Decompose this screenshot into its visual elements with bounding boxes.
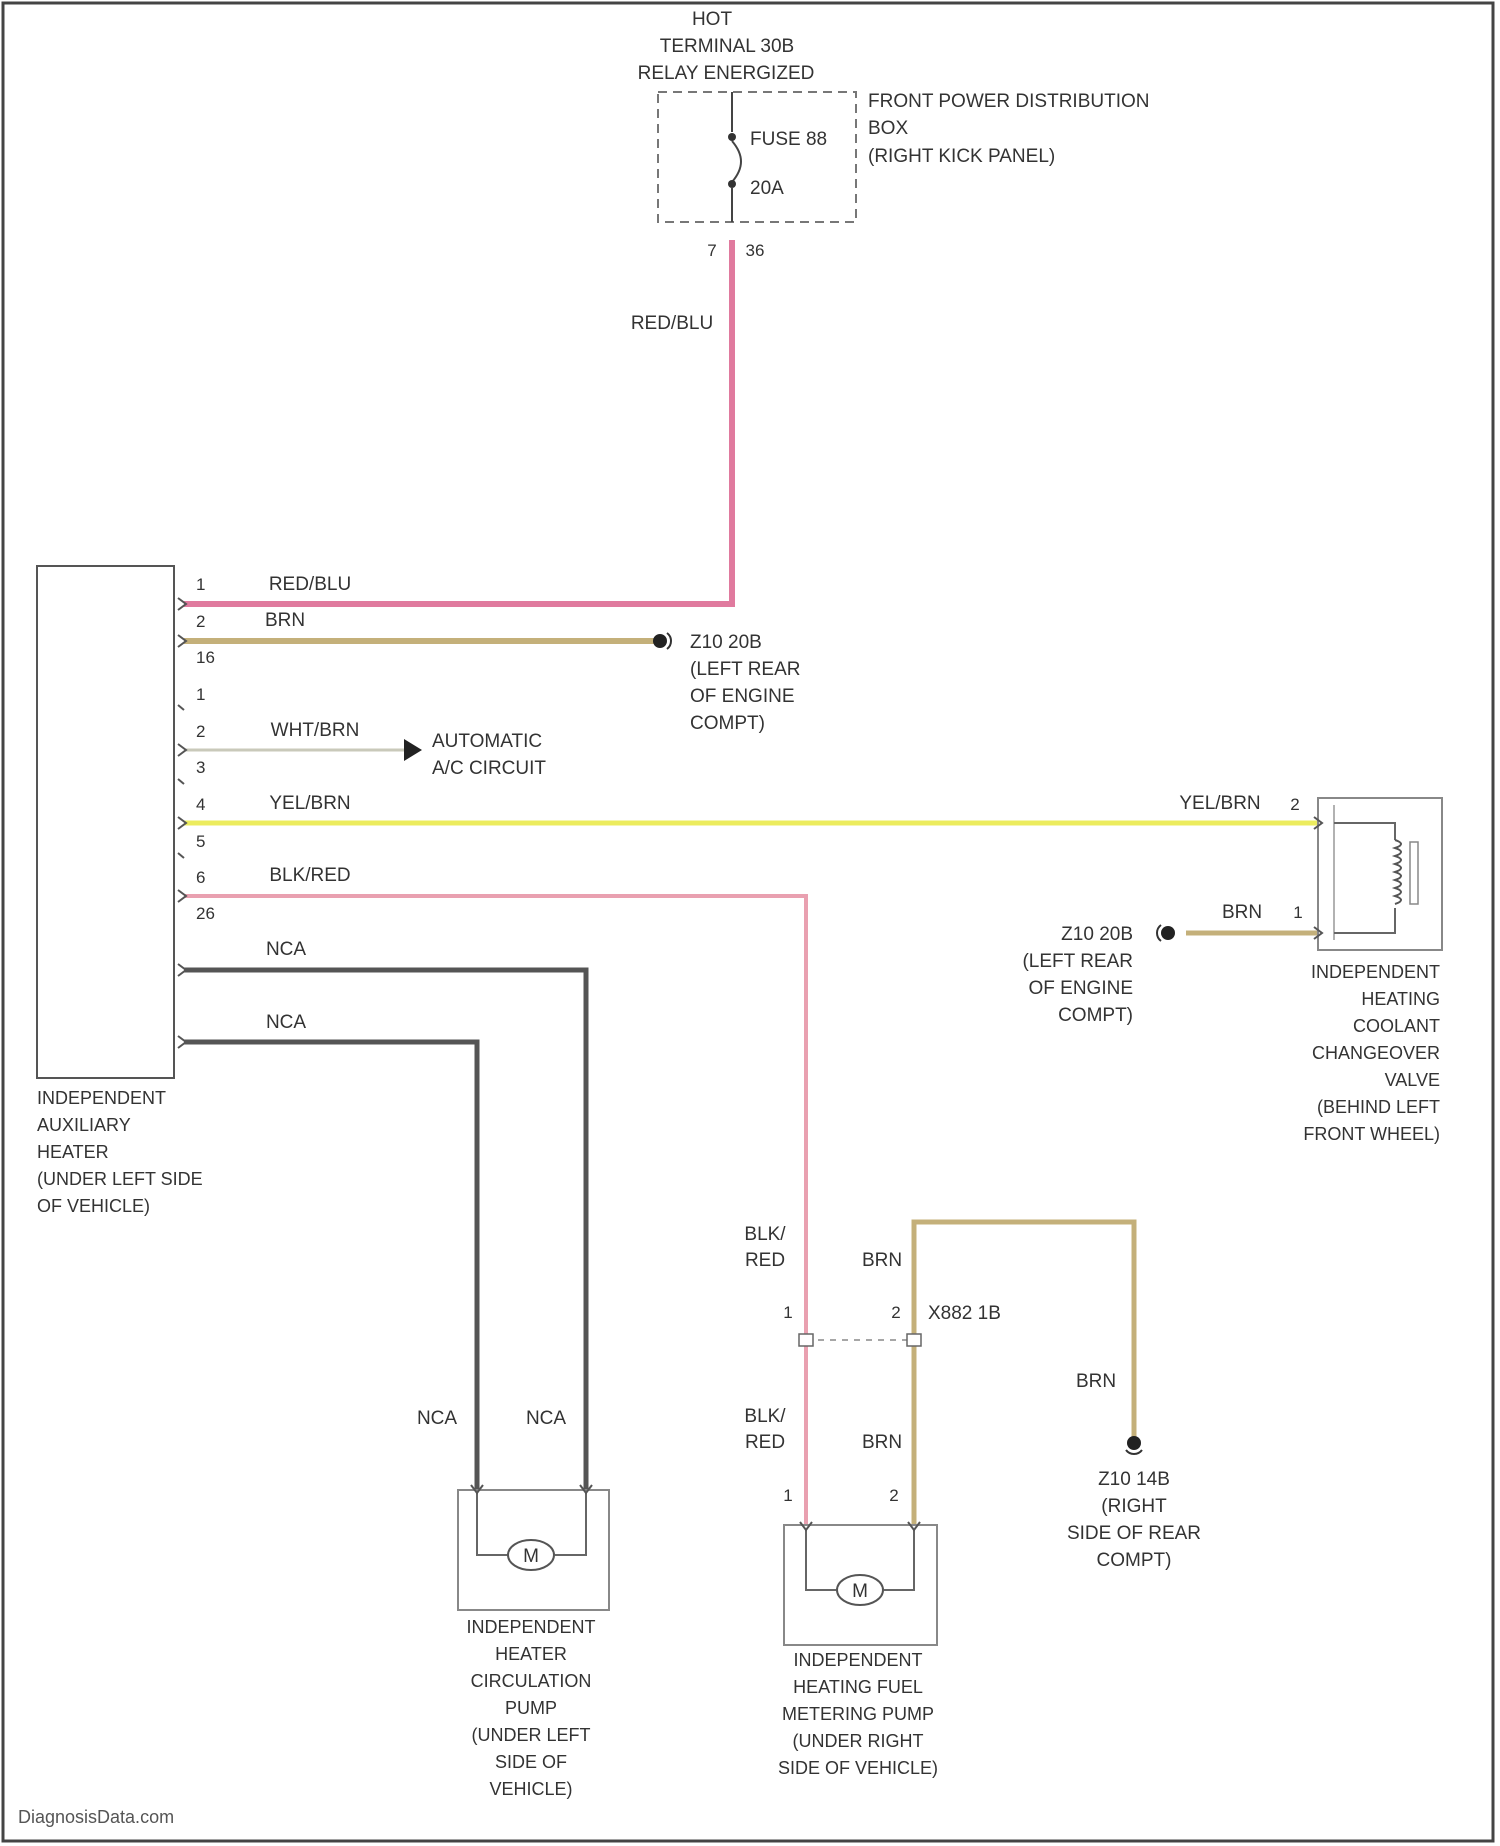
wire-label-blk-lower-1: BLK/ <box>744 1406 786 1427</box>
circ-pump-name-4: PUMP <box>505 1698 557 1718</box>
fuse-label: FUSE 88 <box>750 129 827 150</box>
ground-valve-line-2: OF ENGINE <box>1028 978 1133 999</box>
valve-name-2: HEATING <box>1361 989 1440 1009</box>
heater-name-3: HEATER <box>37 1142 109 1162</box>
heater-pin-b2: 2 <box>196 722 205 741</box>
wire-label-valve-brn: BRN <box>1222 902 1262 923</box>
wire-label-wht-brn: WHT/BRN <box>271 720 360 741</box>
wire-label-nca-2: NCA <box>266 1012 306 1033</box>
ground-rear-id: Z10 14B <box>1098 1469 1170 1490</box>
ground-dot-left <box>653 634 667 648</box>
circ-pump-motor-symbol: M <box>523 1546 539 1567</box>
heater-pin-b26: 26 <box>196 904 215 923</box>
ac-circuit-line-1: AUTOMATIC <box>432 731 542 752</box>
power-box-name-2: BOX <box>868 118 908 139</box>
valve-name-5: VALVE <box>1385 1070 1440 1090</box>
heater-name-4: (UNDER LEFT SIDE <box>37 1169 203 1189</box>
heater-outline <box>37 566 174 1078</box>
power-box-pin-left: 7 <box>707 241 716 260</box>
heater-pin-b4: 4 <box>196 795 205 814</box>
wire-label-blk-upper-1: BLK/ <box>744 1224 786 1245</box>
wire-label-nca-1: NCA <box>266 939 306 960</box>
wire-label-red-blu: RED/BLU <box>269 574 351 595</box>
connector-pin-2: 2 <box>891 1303 900 1322</box>
circ-pump-name-7: VEHICLE) <box>489 1779 572 1799</box>
ground-left-line-1: (LEFT REAR <box>690 659 801 680</box>
metering-pump-name-3: METERING PUMP <box>782 1704 934 1724</box>
metering-pump-name-2: HEATING FUEL <box>793 1677 923 1697</box>
wire-label-red-blu-upper: RED/BLU <box>631 313 713 334</box>
circ-pump-name-5: (UNDER LEFT <box>471 1725 590 1745</box>
ground-rear-line-3: COMPT) <box>1097 1550 1172 1571</box>
wire-label-brn-upper: BRN <box>862 1250 902 1271</box>
connector-pin-1: 1 <box>783 1303 792 1322</box>
power-box-pin-right: 36 <box>746 241 765 260</box>
source-line-1: HOT <box>692 9 733 30</box>
wire-label-brn-lower: BRN <box>862 1432 902 1453</box>
circ-pump-name-3: CIRCULATION <box>471 1671 592 1691</box>
wire-label-nca-pump-right: NCA <box>526 1408 566 1429</box>
metering-pump-pin-2: 2 <box>889 1486 898 1505</box>
watermark: DiagnosisData.com <box>18 1807 174 1827</box>
power-box-name-1: FRONT POWER DISTRIBUTION <box>868 91 1149 112</box>
circ-pump-name-1: INDEPENDENT <box>466 1617 595 1637</box>
ground-valve-id: Z10 20B <box>1061 924 1133 945</box>
ground-left-id: Z10 20B <box>690 632 762 653</box>
metering-pump-name-1: INDEPENDENT <box>793 1650 922 1670</box>
heater-pin-16: 16 <box>196 648 215 667</box>
ground-left-line-2: OF ENGINE <box>690 686 795 707</box>
ground-valve-line-1: (LEFT REAR <box>1022 951 1133 972</box>
wire-label-blk-red: BLK/RED <box>269 865 350 886</box>
metering-pump-name-5: SIDE OF VEHICLE) <box>778 1758 938 1778</box>
ground-rear-line-1: (RIGHT <box>1101 1496 1167 1517</box>
wire-label-yel-brn: YEL/BRN <box>269 793 350 814</box>
valve-name-1: INDEPENDENT <box>1311 962 1440 982</box>
ground-left-line-3: COMPT) <box>690 713 765 734</box>
metering-pump-name-4: (UNDER RIGHT <box>793 1731 924 1751</box>
connector-pin-1-box <box>799 1334 813 1346</box>
circ-pump-name-2: HEATER <box>495 1644 567 1664</box>
valve-name-4: CHANGEOVER <box>1312 1043 1440 1063</box>
ground-rear-line-2: SIDE OF REAR <box>1067 1523 1201 1544</box>
metering-pump-pin-1: 1 <box>783 1486 792 1505</box>
wire-label-brn-ground: BRN <box>1076 1371 1116 1392</box>
ac-circuit-line-2: A/C CIRCUIT <box>432 758 546 779</box>
heater-pin-b3: 3 <box>196 758 205 777</box>
wire-label-blk-upper-2: RED <box>745 1250 785 1271</box>
heater-pin-2: 2 <box>196 612 205 631</box>
fuse-terminal-top <box>728 133 736 141</box>
valve-pin-2: 2 <box>1290 795 1299 814</box>
source-line-3: RELAY ENERGIZED <box>638 63 815 84</box>
source-line-2: TERMINAL 30B <box>660 36 794 57</box>
ground-valve-line-3: COMPT) <box>1058 1005 1133 1026</box>
wire-label-yel-brn-right: YEL/BRN <box>1179 793 1260 814</box>
ground-dot-valve <box>1161 926 1175 940</box>
ground-dot-rear <box>1127 1436 1141 1450</box>
heater-name-2: AUXILIARY <box>37 1115 131 1135</box>
valve-pin-1: 1 <box>1293 903 1302 922</box>
fuel-metering-pump: M 1 2 INDEPENDENT HEATING FUEL METERING … <box>778 1486 938 1778</box>
connector-pin-2-box <box>907 1334 921 1346</box>
diagram-frame <box>3 3 1493 1841</box>
valve-outline <box>1318 798 1442 950</box>
power-box-name-3: (RIGHT KICK PANEL) <box>868 146 1055 167</box>
circ-pump-name-6: SIDE OF <box>495 1752 567 1772</box>
connector-id: X882 1B <box>928 1303 1001 1324</box>
metering-pump-motor-symbol: M <box>852 1581 868 1602</box>
wire-label-blk-lower-2: RED <box>745 1432 785 1453</box>
heater-name-5: OF VEHICLE) <box>37 1196 150 1216</box>
heater-pin-b5: 5 <box>196 832 205 851</box>
valve-name-7: FRONT WHEEL) <box>1303 1124 1440 1144</box>
wire-label-brn: BRN <box>265 610 305 631</box>
heater-pin-b1: 1 <box>196 685 205 704</box>
valve-name-3: COOLANT <box>1353 1016 1440 1036</box>
heater-pin-b6: 6 <box>196 868 205 887</box>
wire-label-nca-pump-left: NCA <box>417 1408 457 1429</box>
fuse-rating: 20A <box>750 178 784 199</box>
heater-pin-1: 1 <box>196 575 205 594</box>
fuse-terminal-bottom <box>728 180 736 188</box>
valve-name-6: (BEHIND LEFT <box>1317 1097 1440 1117</box>
heater-name-1: INDEPENDENT <box>37 1088 166 1108</box>
